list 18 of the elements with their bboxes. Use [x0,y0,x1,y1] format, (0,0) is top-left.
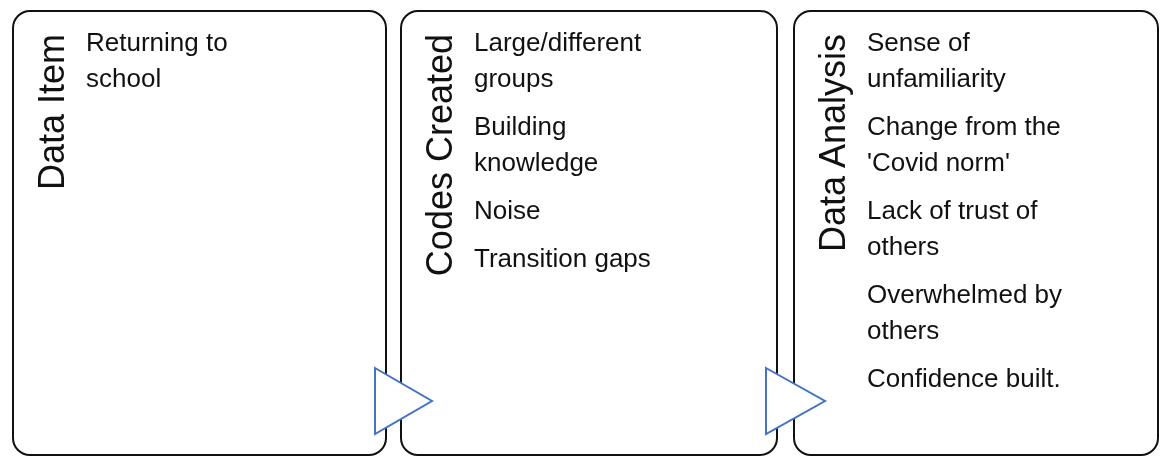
arrow [765,366,828,436]
stage-heading: Data Item [30,34,73,191]
item-text: Lack of trust of others [867,194,1039,263]
item-text: Overwhelmed by others [867,278,1064,347]
item-text: Change from the 'Covid norm' [867,110,1062,179]
stage-heading: Codes Created [418,34,461,277]
item-text: Transition gaps [474,242,652,275]
item-text: Large/different groups [474,26,643,95]
stage-heading: Data Analysis [811,34,854,253]
item-text: Returning to school [86,26,229,95]
item-text: Noise [474,194,542,227]
stage-card [12,10,387,456]
item-text: Confidence built. [867,362,1062,395]
item-text: Building knowledge [474,110,600,179]
arrow [374,366,434,436]
stage-card [793,10,1159,456]
item-text: Sense of unfamiliarity [867,26,1007,95]
stage-card [400,10,778,456]
